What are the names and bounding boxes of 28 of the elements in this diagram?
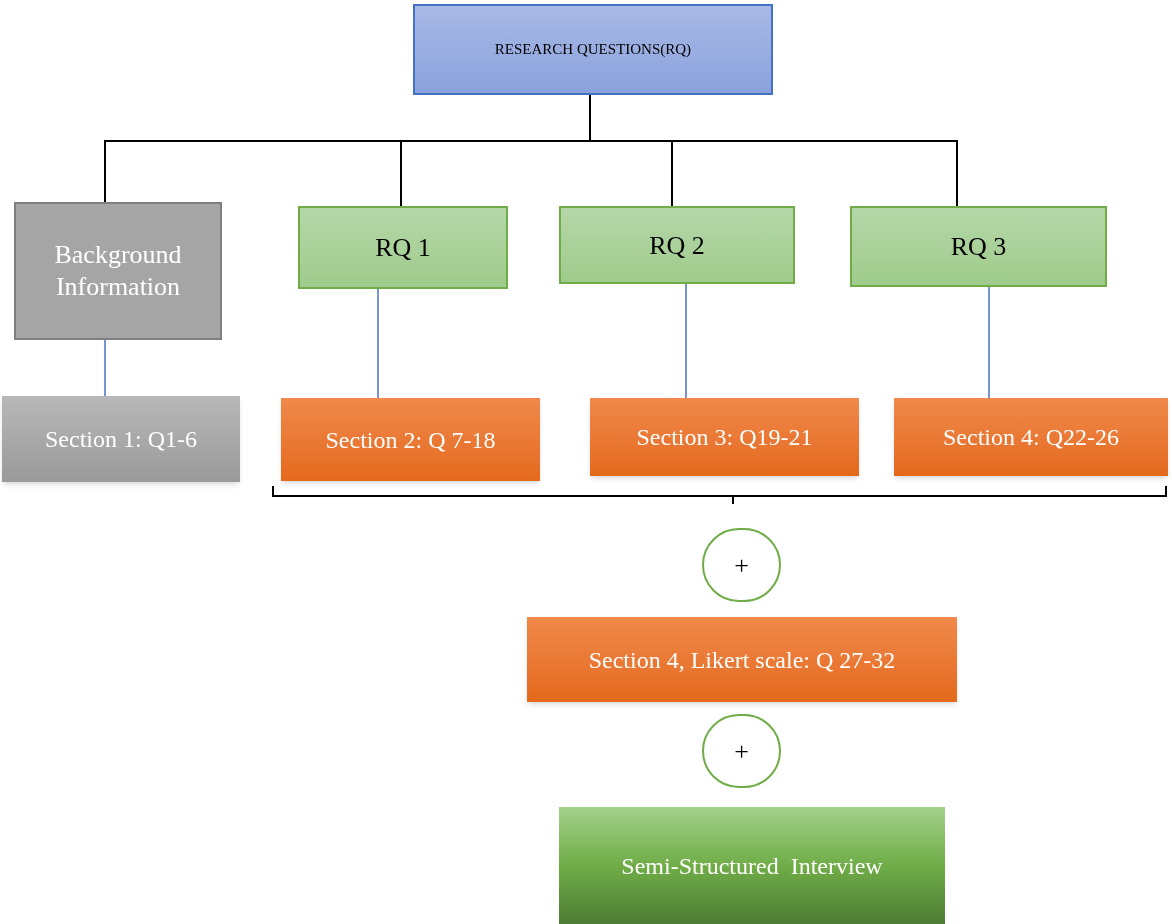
section-box — [2, 396, 240, 482]
box-label: RQ 2 — [648, 229, 706, 262]
title-box — [413, 4, 773, 95]
box-label: Section 3: Q19-21 — [635, 423, 814, 452]
box-label: RQ 1 — [374, 232, 432, 264]
section-box — [281, 398, 540, 481]
section-box — [527, 617, 957, 702]
question-box — [850, 206, 1107, 287]
box-label: Section 4, Likert scale: Q 27-32 — [587, 645, 897, 675]
box-label: RQ 3 — [949, 231, 1008, 263]
question-box — [298, 206, 508, 289]
interview-box — [559, 807, 945, 924]
connector-line — [685, 283, 687, 399]
question-box — [559, 206, 795, 284]
box-label: Background Information — [53, 238, 183, 303]
box-label: + — [733, 735, 750, 768]
box-label: Semi-Structured Interview — [620, 851, 884, 881]
category-box — [14, 202, 222, 340]
connector-line — [104, 339, 106, 397]
section-box — [590, 398, 859, 476]
box-label: + — [733, 549, 750, 582]
section-box — [894, 398, 1168, 476]
connector-line — [377, 288, 379, 399]
box-label: Section 4: Q22-26 — [942, 423, 1120, 452]
box-label: RESEARCH QUESTIONS(RQ) — [493, 40, 693, 60]
box-label: Section 1: Q1-6 — [44, 425, 198, 454]
connector-line — [988, 286, 990, 399]
box-label: Section 2: Q 7-18 — [324, 425, 497, 455]
